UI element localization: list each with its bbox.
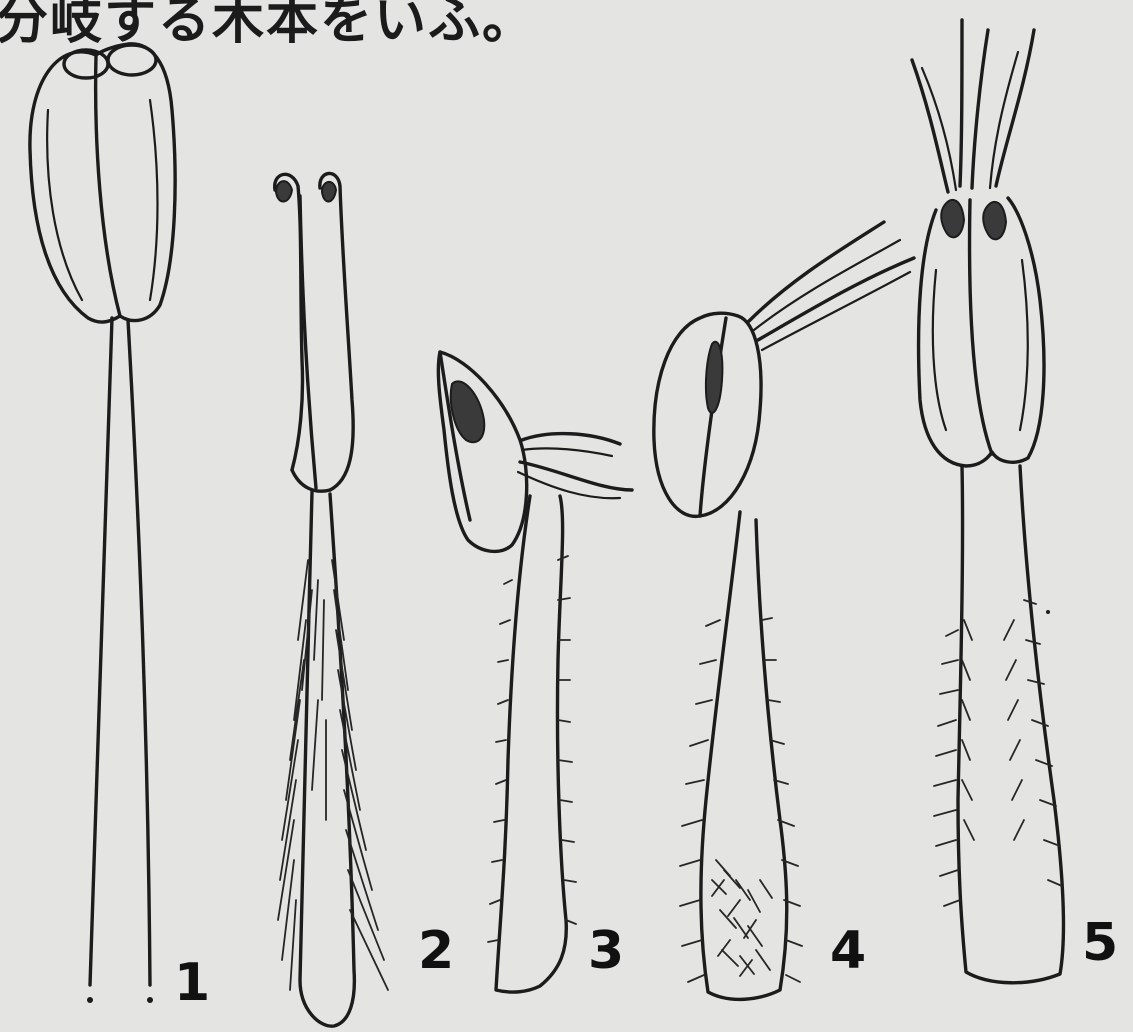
- figure-label-2: 2: [418, 921, 454, 981]
- figure-label-4: 4: [830, 921, 866, 981]
- stamen-figure-3: [438, 352, 632, 992]
- figure-label-5: 5: [1082, 913, 1118, 973]
- stamen-figure-2: [275, 173, 388, 1026]
- figure-label-3: 3: [588, 921, 624, 981]
- stamen-figure-4: [654, 222, 914, 999]
- stamen-figure-5: [912, 20, 1063, 983]
- figure-label-1: 1: [174, 953, 210, 1013]
- stamen-figure-1: [30, 44, 175, 1003]
